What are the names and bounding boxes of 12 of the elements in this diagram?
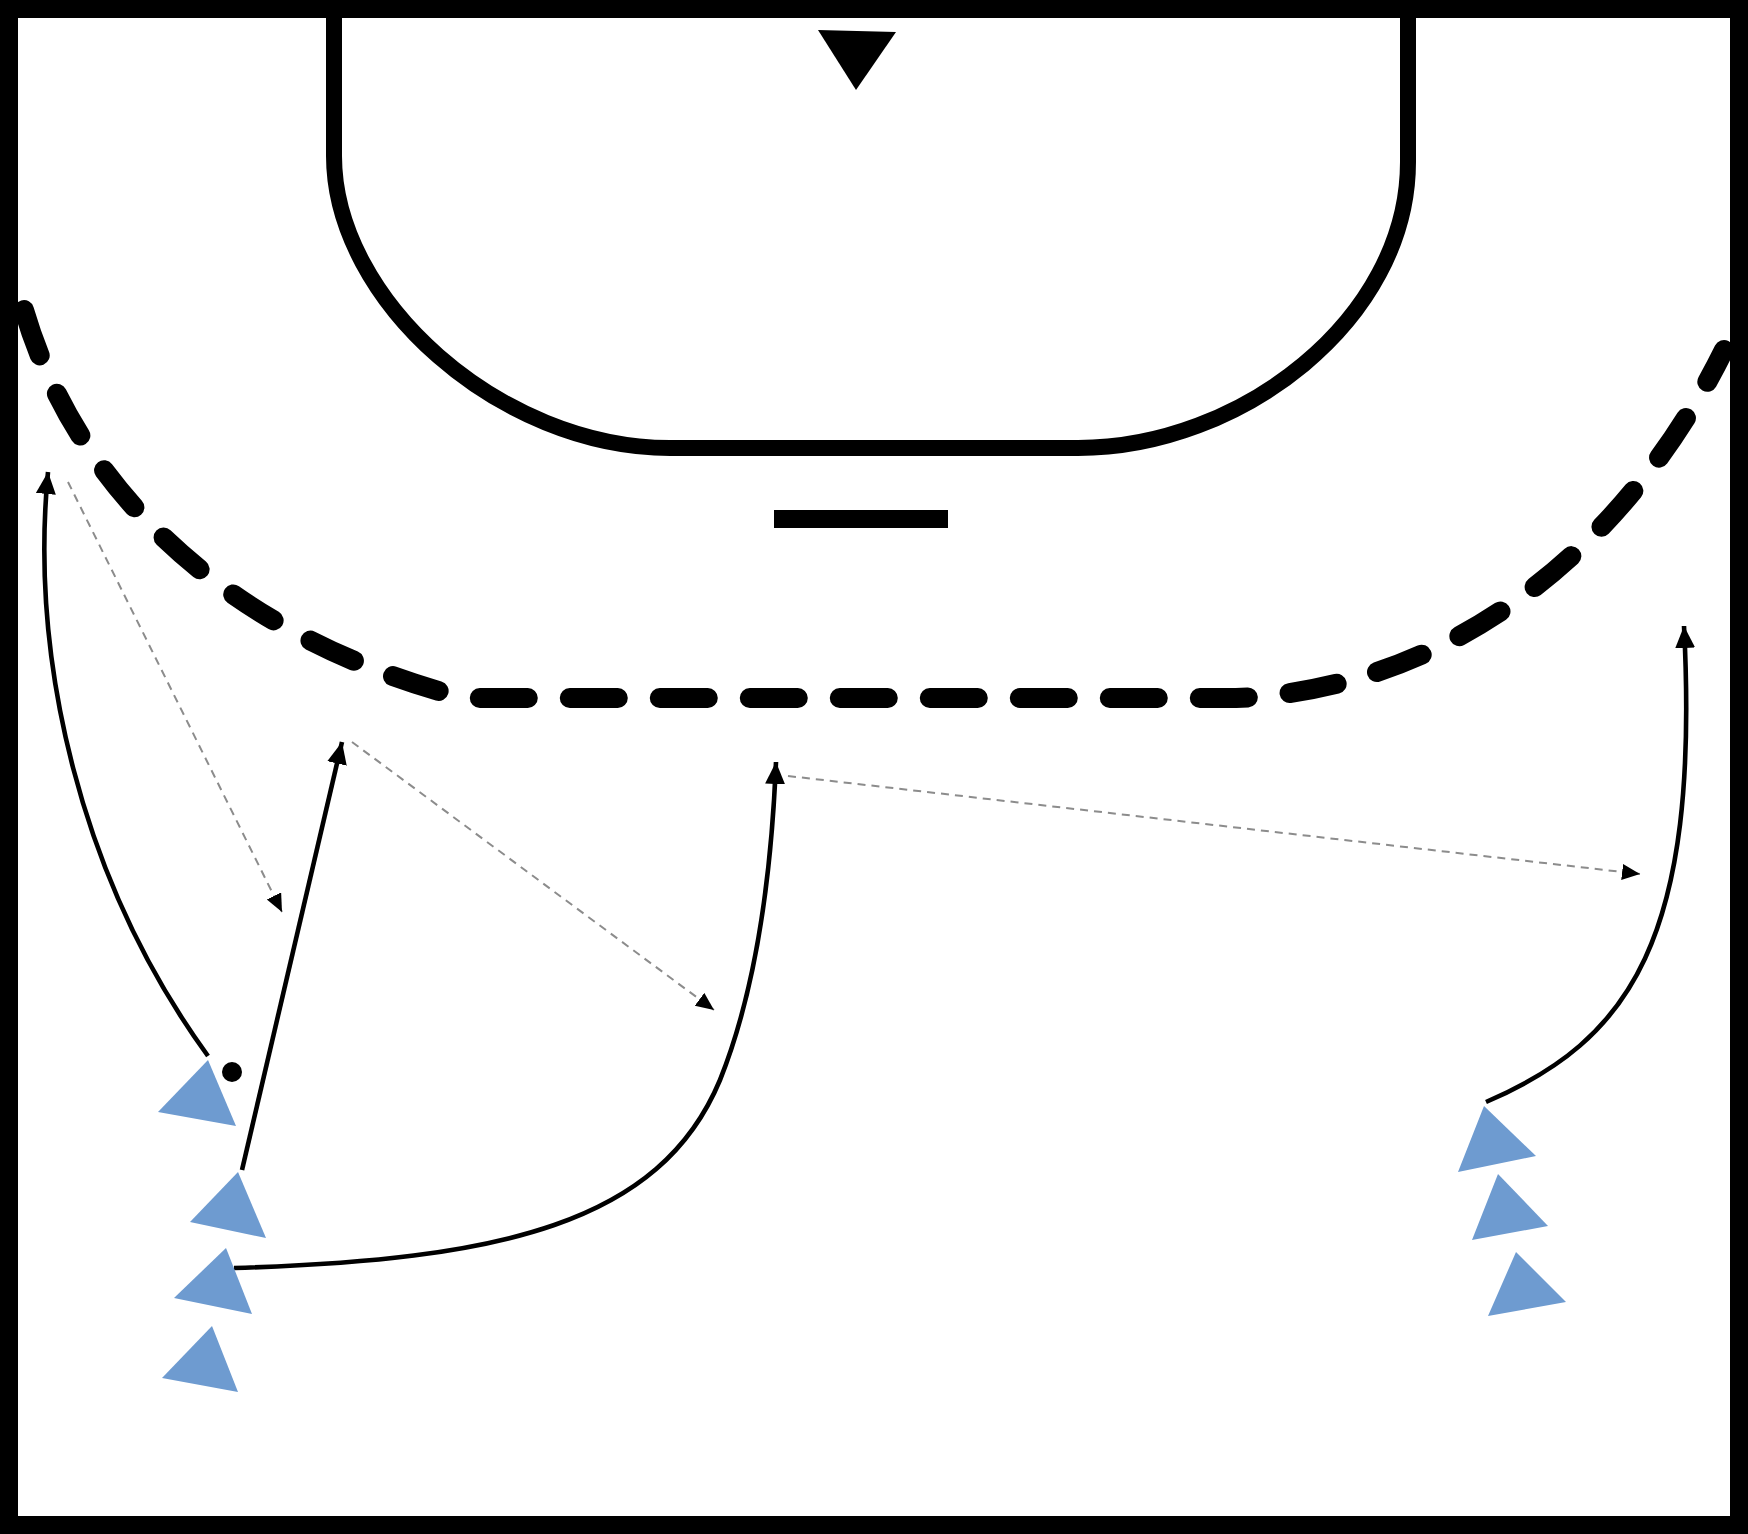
goalkeeper-triangle xyxy=(818,30,896,90)
arrow xyxy=(239,741,347,1171)
arrow xyxy=(36,471,210,1058)
player-triangle xyxy=(1472,1174,1548,1240)
player-triangle xyxy=(174,1248,252,1314)
player-triangle xyxy=(162,1326,238,1392)
player-triangle xyxy=(158,1060,236,1126)
arrow xyxy=(233,761,785,1271)
player-triangle xyxy=(1488,1252,1566,1316)
player-triangle xyxy=(190,1172,266,1238)
arrow xyxy=(1485,625,1695,1105)
player-triangle xyxy=(1458,1106,1536,1172)
